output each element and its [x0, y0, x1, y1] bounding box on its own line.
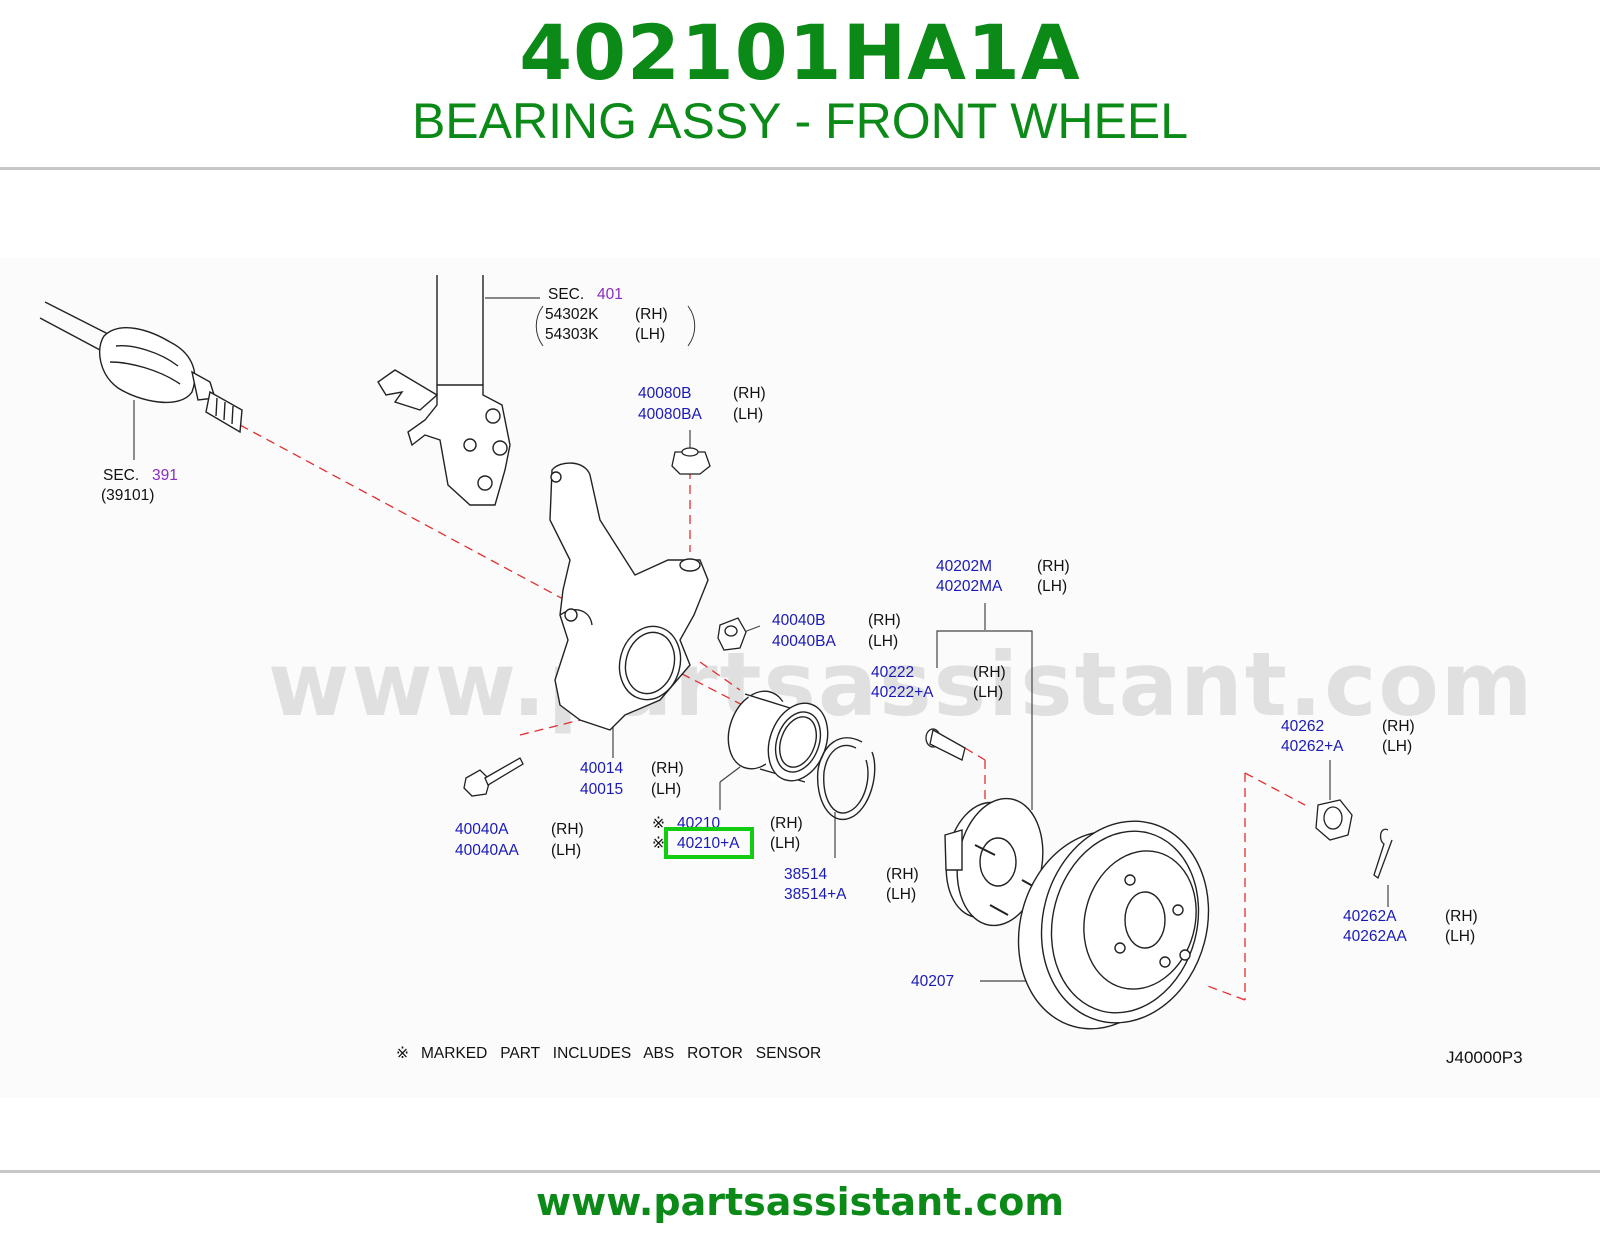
callout-40202m-rh-tag: (RH): [1037, 558, 1070, 575]
left-brace: [535, 305, 544, 347]
callout-40210-lh[interactable]: 40210+A: [677, 835, 740, 852]
drive-shaft: [39, 301, 243, 434]
callout-38514-lh-tag: (LH): [886, 886, 916, 903]
callout-40040b-rh-tag: (RH): [868, 612, 901, 629]
wheel-hub-40202m: [944, 797, 1044, 927]
callout-40014-rh-tag: (RH): [651, 760, 684, 777]
sec-391-prefix: SEC.: [103, 467, 139, 484]
callout-40080b-rh[interactable]: 40080B: [638, 385, 691, 402]
callout-40080b-rh-tag: (RH): [733, 385, 766, 402]
callout-40014-rh[interactable]: 40014: [580, 760, 623, 777]
footer-divider: [0, 1170, 1600, 1173]
callout-40262a-lh-tag: (LH): [1445, 928, 1475, 945]
callout-40262a-lh[interactable]: 40262AA: [1343, 928, 1407, 945]
callout-40014-lh-tag: (LH): [651, 781, 681, 798]
callout-40040b-lh[interactable]: 40040BA: [772, 633, 836, 650]
callout-40014-lh[interactable]: 40015: [580, 781, 623, 798]
steering-knuckle: [549, 462, 709, 731]
callout-40080b-lh-tag: (LH): [733, 406, 763, 423]
abs-marker-icon: ※: [652, 835, 665, 852]
sec-401-rh-part: 54302K: [545, 306, 599, 323]
callout-40262a-rh[interactable]: 40262A: [1343, 908, 1397, 925]
watermark-text: www.partsassistant.com: [268, 633, 1535, 736]
sec-391-sub: (39101): [101, 487, 154, 504]
callout-38514-rh-tag: (RH): [886, 866, 919, 883]
callout-40262-rh-tag: (RH): [1382, 718, 1415, 735]
nut-40040b: [717, 617, 747, 651]
strut-assembly: [377, 275, 511, 506]
callout-40207[interactable]: 40207: [911, 973, 954, 990]
sec-391-link[interactable]: 391: [152, 467, 178, 484]
sec-401-prefix: SEC.: [548, 286, 584, 303]
callout-40080b-lh[interactable]: 40080BA: [638, 406, 702, 423]
hub-bolt-40222: [925, 728, 966, 761]
callout-40040a-lh[interactable]: 40040AA: [455, 842, 519, 859]
callout-40040a-rh[interactable]: 40040A: [455, 821, 509, 838]
callout-40202m-lh[interactable]: 40202MA: [936, 578, 1003, 595]
nut-40080b: [671, 447, 711, 475]
part-number-title: 402101HA1A: [519, 8, 1081, 97]
brake-rotor-40207: [1017, 820, 1210, 1030]
callout-40040a-lh-tag: (LH): [551, 842, 581, 859]
callout-40040b-rh[interactable]: 40040B: [772, 612, 825, 629]
sec-401-lh: (LH): [635, 326, 665, 343]
callout-38514-rh[interactable]: 38514: [784, 866, 827, 883]
callout-40222-rh-tag: (RH): [973, 664, 1006, 681]
snap-ring-38514: [816, 737, 876, 821]
parts-diagram: www.partsassistant.com: [0, 258, 1600, 1098]
callout-40222-lh[interactable]: 40222+A: [871, 684, 934, 701]
header-divider: [0, 167, 1600, 170]
sec-401-lh-part: 54303K: [545, 326, 599, 343]
part-name-subtitle: BEARING ASSY - FRONT WHEEL: [411, 93, 1189, 149]
callout-40210-rh-tag: (RH): [770, 815, 803, 832]
callout-40262-lh-tag: (LH): [1382, 738, 1412, 755]
callout-40040b-lh-tag: (LH): [868, 633, 898, 650]
callout-40262-lh[interactable]: 40262+A: [1281, 738, 1344, 755]
callout-40262-rh[interactable]: 40262: [1281, 718, 1324, 735]
abs-note: MARKED PART INCLUDES ABS ROTOR SENSOR: [421, 1045, 821, 1062]
abs-marker-icon: ※: [652, 815, 665, 832]
callout-40202m-lh-tag: (LH): [1037, 578, 1067, 595]
figure-code: J40000P3: [1446, 1048, 1523, 1067]
right-brace: [687, 305, 696, 347]
footer-url[interactable]: www.partsassistant.com: [536, 1180, 1064, 1224]
sec-401-link[interactable]: 401: [597, 286, 623, 303]
callout-40202m-rh[interactable]: 40202M: [936, 558, 992, 575]
callout-40210-lh-tag: (LH): [770, 835, 800, 852]
sec-401-rh: (RH): [635, 306, 668, 323]
bolt-40040a: [463, 757, 524, 797]
abs-marker-icon: ※: [396, 1045, 409, 1062]
callout-40222-lh-tag: (LH): [973, 684, 1003, 701]
exploded-view-svg: www.partsassistant.com: [39, 275, 1535, 1067]
hub-nut-40262: [1315, 799, 1353, 841]
callout-38514-lh[interactable]: 38514+A: [784, 886, 847, 903]
wheel-bearing-40210: [727, 690, 829, 785]
callout-40040a-rh-tag: (RH): [551, 821, 584, 838]
cotter-pin-40262a: [1373, 828, 1393, 880]
highlight-box: [664, 827, 754, 859]
callout-40222-rh[interactable]: 40222: [871, 664, 914, 681]
callout-40262a-rh-tag: (RH): [1445, 908, 1478, 925]
